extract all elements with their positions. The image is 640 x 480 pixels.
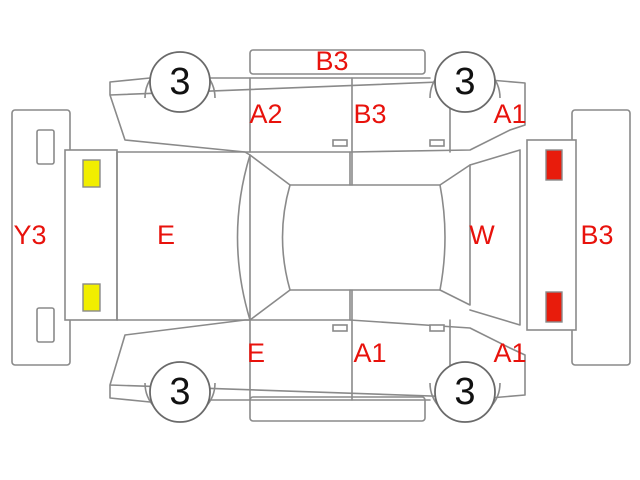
top-side-strip [249,49,426,75]
tire-rear-right-circle [434,361,496,423]
tire-front-left: 3 [149,51,211,113]
label-front-left-fender: A2 [249,99,282,129]
front-bumper-left-slot [36,129,55,165]
top-door-handle-front [332,139,348,147]
cabin-outline [249,154,471,321]
windshield-front-edge [236,154,251,321]
label-hood: E [157,220,175,250]
tire-front-right-circle [149,361,211,423]
tire-rear-left: 3 [434,51,496,113]
tire-rear-left-circle [434,51,496,113]
bottom-side-strip [249,396,426,422]
tire-rear-right: 3 [434,361,496,423]
label-rear-left-quarter: A1 [493,99,526,129]
front-right-headlamp [82,283,101,312]
bottom-door-handle-front [332,324,348,332]
rear-left-taillamp [545,149,563,181]
top-door-handle-rear [429,139,445,147]
tire-front-right-rating: 3 [169,371,190,413]
tire-front-right: 3 [149,361,211,423]
label-rear-glass: W [469,220,495,250]
label-front-right-door: A1 [353,338,386,368]
tire-rear-left-rating: 3 [454,61,475,103]
label-front-panel: Y3 [13,220,46,250]
label-front-right-fender: E [247,338,265,368]
label-front-left-door: B3 [353,99,386,129]
label-rear-right-quarter: A1 [493,338,526,368]
rear-right-taillamp [545,291,563,323]
tire-rear-right-rating: 3 [454,371,475,413]
bottom-door-handle-rear [429,324,445,332]
front-bumper-right-slot [36,307,55,343]
front-left-headlamp [82,159,101,188]
rear-glass-outline [469,149,521,326]
label-top-bumper: B3 [315,46,348,76]
label-rear-panel: B3 [580,220,613,250]
tire-front-left-circle [149,51,211,113]
hood-outline [116,151,251,321]
windshield-rear-edge [281,184,291,291]
roof-rear-edge [439,184,446,291]
tire-front-left-rating: 3 [169,61,190,103]
